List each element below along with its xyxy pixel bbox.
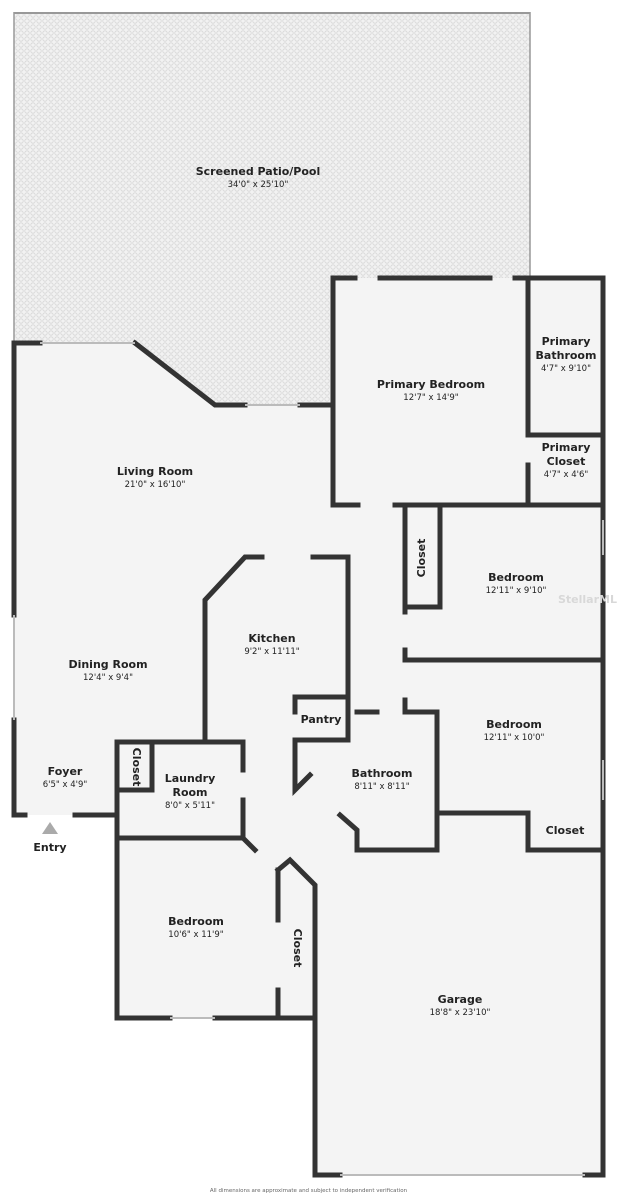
room-label-pantry: Pantry	[300, 713, 342, 726]
house-floor	[14, 278, 603, 1175]
watermark: StellarMLS	[558, 593, 617, 606]
entry-label: Entry	[33, 841, 67, 854]
room-label-closet: Closet	[291, 928, 304, 968]
disclaimer: All dimensions are approximate and subje…	[209, 1188, 408, 1194]
entry-arrow-icon	[42, 822, 58, 834]
room-label-closet: Closet	[130, 747, 143, 787]
patio-area	[14, 12, 530, 405]
windows	[13, 342, 604, 1176]
room-label-closet: Closet	[415, 538, 428, 578]
room-label-closet: Closet	[545, 824, 585, 837]
walls	[11, 275, 606, 1178]
